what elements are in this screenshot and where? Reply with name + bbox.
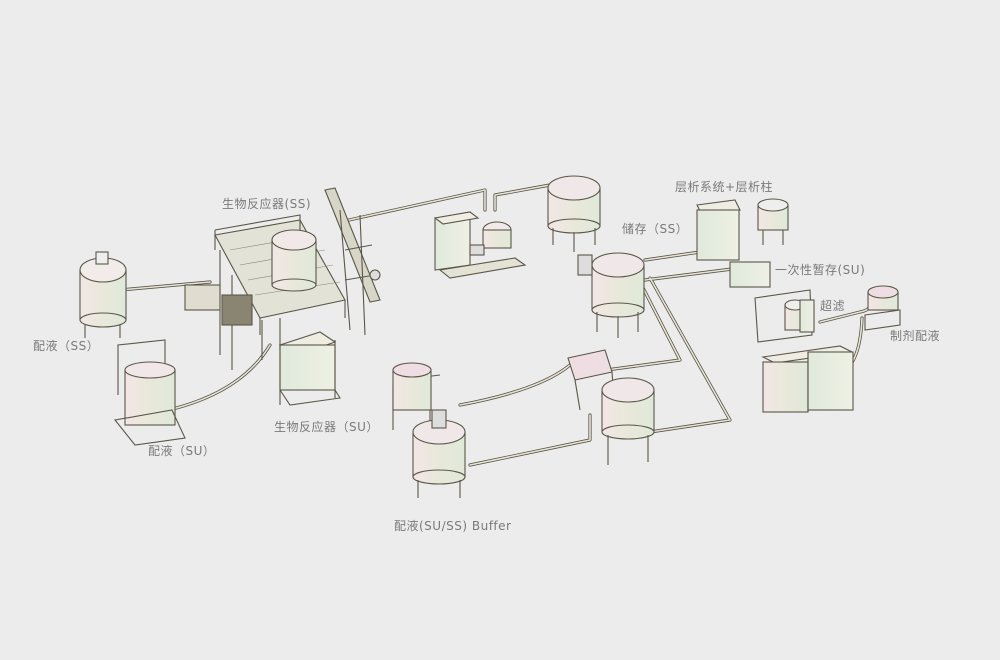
label-buffer: 配液(SU/SS) Buffer (394, 519, 512, 533)
label-storage-ss: 储存（SS） (622, 222, 689, 236)
centrifuge-skid (433, 211, 527, 279)
bioreactor-ss (184, 187, 381, 370)
formulation-tank (864, 285, 901, 331)
label-single-use-storage: 一次性暂存(SU) (775, 263, 866, 277)
label-media-ss: 配液（SS） (33, 339, 100, 353)
buffer-tanks (392, 349, 655, 498)
media-su-unit (113, 339, 186, 446)
ultrafiltration-skid (754, 289, 815, 343)
pipes (118, 183, 874, 467)
chromatography-system (696, 198, 789, 288)
media-ss-tank (79, 251, 127, 338)
bioreactor-su (278, 331, 341, 406)
label-bioreactor-su: 生物反应器（SU） (274, 420, 379, 434)
label-formulation: 制剂配液 (890, 329, 941, 343)
label-chromatography: 层析系统+层析柱 (675, 180, 774, 194)
label-ultrafiltration: 超滤 (820, 299, 846, 313)
storage-ss-tanks (547, 175, 645, 338)
label-bioreactor-ss: 生物反应器(SS) (222, 197, 312, 211)
label-media-su: 配液（SU） (148, 444, 216, 458)
filling-machine (761, 345, 854, 413)
